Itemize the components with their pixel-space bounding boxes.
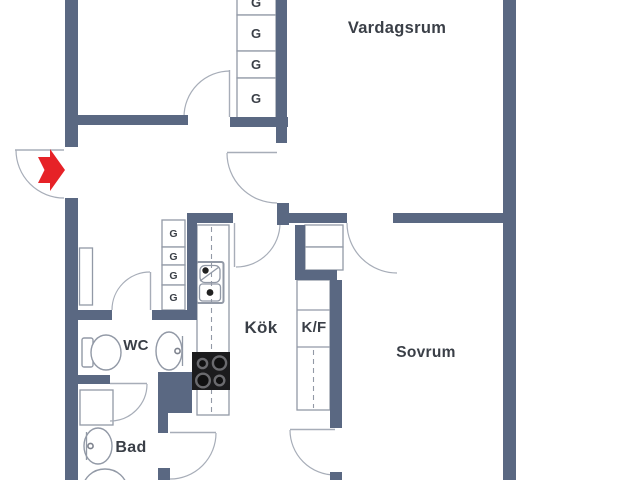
wardrobe-label: G [251,26,261,41]
cabinet-niche [304,224,344,271]
wall-bedroom-west [330,280,342,428]
wardrobe-column-top: G G G G [236,0,277,119]
wall-mid-horizontal-a [288,213,347,223]
wardrobe-label: G [169,270,177,282]
kitchen-lower-door [169,431,217,480]
room-label-wc: WC [123,337,149,354]
bad-washbasin [83,427,113,465]
fixtures: G G G G G G G G [78,0,344,480]
entry-door [15,149,65,199]
toilet [81,334,122,371]
wardrobe-label: G [251,57,261,72]
wardrobe-column-hall: G G G G [161,219,186,311]
label-fridge-freezer: K/F [301,319,326,336]
room-label-sovrum: Sovrum [396,344,456,361]
door-swings [15,70,398,480]
wardrobe-label: G [251,0,261,10]
wall-block-lower [158,413,168,433]
radiator [78,247,94,306]
wall-under-wardrobes [230,117,288,127]
wall-hall-top [78,115,188,125]
bath-appliance-box [79,389,114,426]
walls [65,0,516,480]
wardrobe-label: G [169,251,177,263]
bedroom-lower-door [289,428,336,476]
wall-wc-top-left [78,310,112,320]
wall-livingroom-west-stub [277,203,289,225]
wc-washbasin [155,331,184,371]
wall-right-outer [503,0,516,480]
wall-left-lower [65,198,78,480]
wall-niche-horizontal [295,270,337,280]
wall-wc-bad-divider [78,375,110,384]
kitchen-door [233,222,281,268]
wardrobe-label: G [251,91,261,106]
top-room-door [183,70,231,118]
wall-wc-top-right [152,310,197,320]
room-label-kok: Kök [244,318,277,337]
wall-kitchen-west [187,223,197,320]
entry-arrow-icon [38,149,65,191]
wall-left-upper [65,0,78,147]
wall-bedroom-west-stub [330,472,342,480]
wall-mid-horizontal-b [393,213,503,223]
room-label-vardagsrum: Vardagsrum [348,19,446,37]
wall-block-bath-kitchen [158,372,192,413]
room-label-bad: Bad [115,439,146,456]
stove [192,352,230,390]
livingroom-door [226,151,278,204]
wall-livingroom-west [276,0,287,143]
wall-bottom-stub-left [158,468,170,480]
bedroom-door [346,222,398,274]
fridge-freezer-cabinet [296,279,331,411]
room-labels: Vardagsrum Kök K/F Sovrum WC Bad [115,19,455,456]
kitchen-sink [195,261,225,304]
wardrobe-label: G [169,228,177,240]
bad-door [109,382,148,422]
wardrobe-label: G [169,292,177,304]
wc-door [111,271,152,311]
wall-niche-vertical [295,225,305,272]
wall-kitchen-top [187,213,233,223]
bathtub-cut [84,468,126,480]
